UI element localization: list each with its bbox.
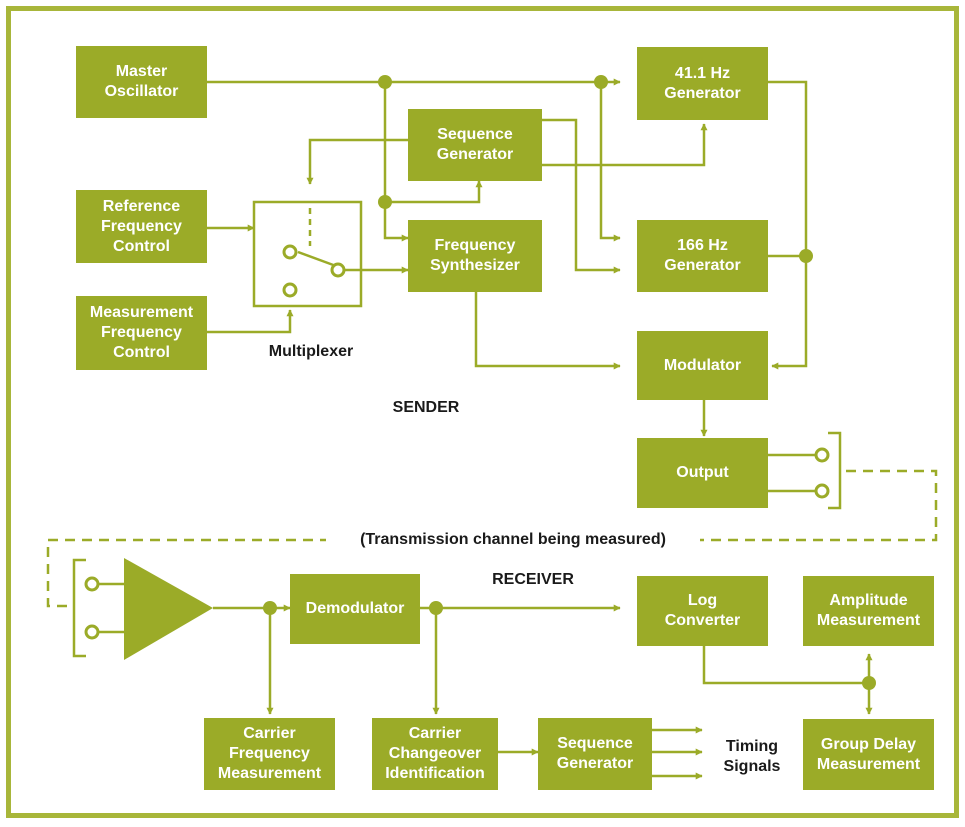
wire-meas-to-mux [207, 309, 294, 334]
output-bracket [828, 431, 842, 510]
block-output: Output [637, 438, 768, 508]
block-carrier-frequency-measurement: Carrier Frequency Measurement [204, 718, 335, 790]
mux-contact-measurement [282, 282, 298, 298]
wire-bus-vertical [383, 82, 409, 242]
block-group-delay-measurement: Group Delay Measurement [803, 719, 934, 790]
block-41hz-generator: 41.1 Hz Generator [637, 47, 768, 120]
amplifier-symbol [124, 558, 213, 660]
junction-dot [378, 195, 392, 209]
label-multiplexer: Multiplexer [268, 343, 354, 360]
input-terminal [84, 576, 100, 592]
block-carrier-changeover-identification: Carrier Changeover Identification [372, 718, 498, 790]
mux-switch-arm [297, 250, 337, 268]
wire-seqgen-to-mux [306, 138, 408, 185]
junction-dot [429, 601, 443, 615]
junction-dot [862, 676, 876, 690]
block-frequency-synthesizer: Frequency Synthesizer [408, 220, 542, 292]
multiplexer-box [252, 200, 363, 308]
junction-dot [263, 601, 277, 615]
block-modulator: Modulator [637, 331, 768, 400]
block-demodulator: Demodulator [290, 574, 420, 644]
wire-seqgen-to-synth [542, 118, 621, 274]
wire-41hz-out [768, 80, 808, 256]
label-transmission-channel: (Transmission channel being measured) [326, 530, 700, 550]
label-receiver: RECEIVER [492, 571, 574, 588]
wire-log-to-node [702, 646, 869, 685]
block-master-oscillator: Master Oscillator [76, 46, 207, 118]
block-amplitude-measurement: Amplitude Measurement [803, 576, 934, 646]
wire-166hz-out [768, 254, 808, 370]
diagram-frame [6, 6, 959, 818]
wire-bus-to-seqgen [385, 180, 483, 204]
wire-synth-to-modulator [474, 292, 621, 370]
block-measurement-frequency-control: Measurement Frequency Control [76, 296, 207, 370]
wire-bus-to-166hz [599, 82, 621, 242]
label-sender: SENDER [392, 399, 460, 416]
junction-dot [378, 75, 392, 89]
channel-line [46, 469, 938, 608]
input-bracket [72, 558, 86, 658]
junction-dot [799, 249, 813, 263]
mux-contact-reference [282, 244, 298, 260]
block-sequence-generator-receiver: Sequence Generator [538, 718, 652, 790]
mux-contact-output [330, 262, 346, 278]
junction-dot [594, 75, 608, 89]
block-166hz-generator: 166 Hz Generator [637, 220, 768, 292]
label-timing-signals: Timing Signals [723, 738, 781, 775]
block-sequence-generator-sender: Sequence Generator [408, 109, 542, 181]
input-terminal [84, 624, 100, 640]
block-log-converter: Log Converter [637, 576, 768, 646]
block-reference-frequency-control: Reference Frequency Control [76, 190, 207, 263]
output-terminal [814, 483, 830, 499]
wire-seqgen-to-41hz [542, 123, 708, 167]
output-terminal [814, 447, 830, 463]
